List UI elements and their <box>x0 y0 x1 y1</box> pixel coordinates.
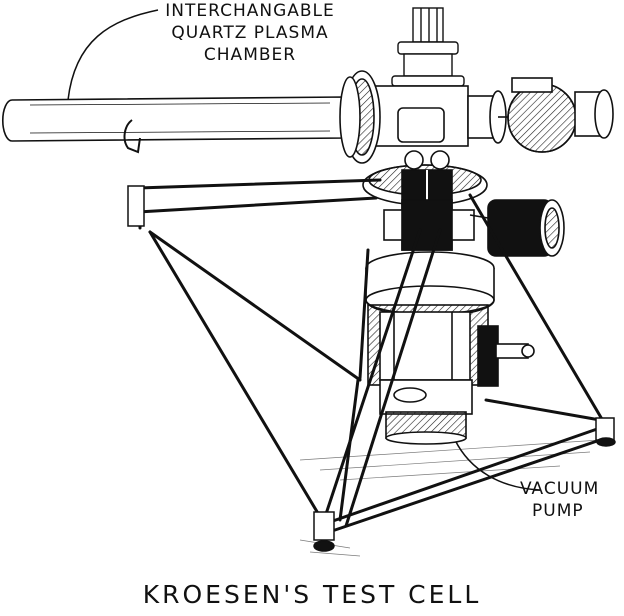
figure-caption: KROESEN'S TEST CELL <box>142 580 482 609</box>
clamp-ring <box>362 150 488 251</box>
top-feedthrough <box>391 7 465 87</box>
vacuum-pump-label: VACUUM PUMP <box>520 478 624 522</box>
plasma-chamber-label: INTERCHANGABLE QUARTZ PLASMA CHAMBER <box>150 0 350 66</box>
leader-line-chamber <box>67 9 159 101</box>
vacuum-pump-label-line-1: VACUUM <box>520 479 600 499</box>
pressure-gauge <box>498 77 614 153</box>
side-cylinder <box>469 199 565 257</box>
tube-support-hook <box>123 119 141 154</box>
leader-line-pump <box>454 439 541 491</box>
vacuum-cross <box>339 70 507 164</box>
support-frame <box>136 178 608 532</box>
frame-feet <box>127 185 616 552</box>
vacuum-pump-label-line-2: PUMP <box>532 501 584 521</box>
plasma-chamber-label-line-3: CHAMBER <box>203 45 297 65</box>
quartz-plasma-tube <box>1 96 346 142</box>
plasma-chamber-label-line-1: INTERCHANGABLE <box>165 1 335 21</box>
plasma-chamber-label-line-2: QUARTZ PLASMA <box>171 23 329 43</box>
vacuum-pump-body <box>365 251 535 445</box>
